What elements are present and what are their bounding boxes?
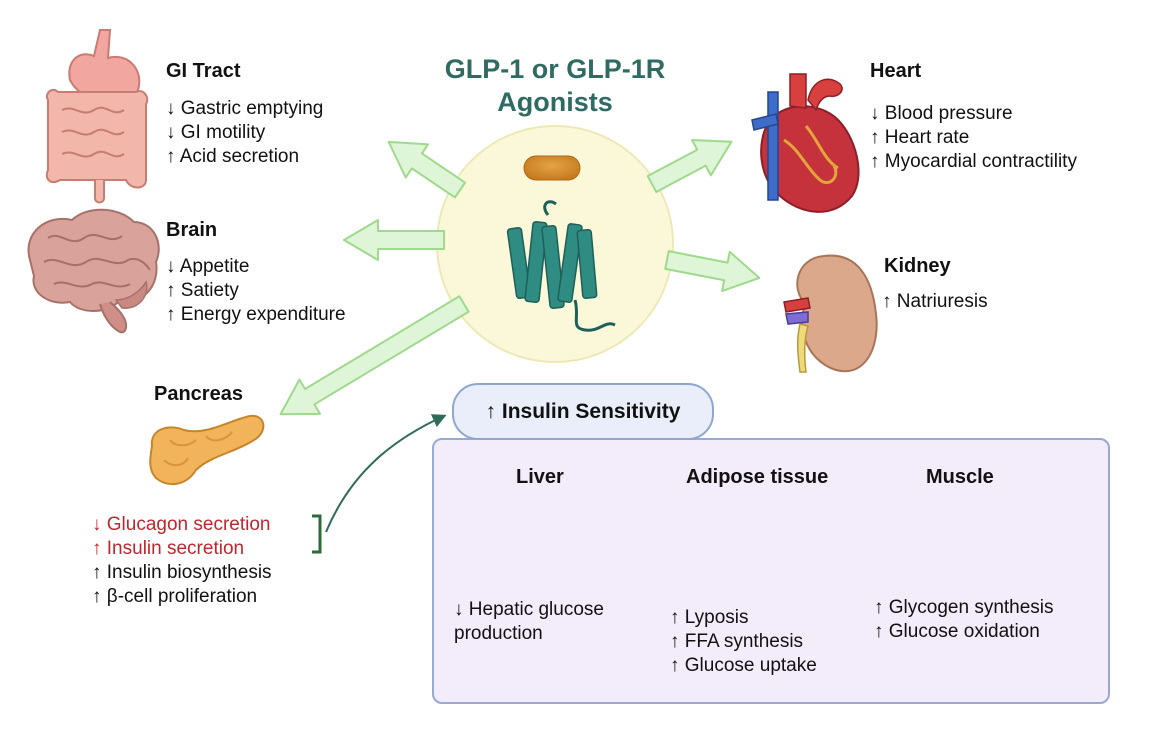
- gi-effect: ↓ GI motility: [166, 122, 266, 143]
- insulin-sensitivity-pill: ↑ Insulin Sensitivity: [452, 383, 714, 440]
- title-line-1: GLP-1 or GLP-1R: [444, 54, 666, 84]
- pancreas-effect: ↑ Insulin biosynthesis: [92, 562, 272, 583]
- kidney-effects: ↑ Natriuresis: [882, 290, 988, 314]
- adipose-effect: ↑ Lyposis: [670, 607, 749, 628]
- arrow-to-gi: [387, 140, 467, 199]
- receptor-icon: [506, 200, 616, 332]
- muscle-effect: ↑ Glucose oxidation: [874, 621, 1040, 642]
- arrow-to-brain: [343, 219, 445, 261]
- pancreas-icon: [149, 414, 265, 486]
- muscle-effect: ↑ Glycogen synthesis: [874, 597, 1054, 618]
- heart-effect: ↑ Myocardial contractility: [870, 151, 1077, 172]
- insulin-sensitivity-panel: [432, 438, 1110, 704]
- heart-effect: ↓ Blood pressure: [870, 103, 1013, 124]
- pancreas-effects: ↓ Glucagon secretion ↑ Insulin secretion…: [92, 513, 272, 609]
- pancreas-heading: Pancreas: [154, 383, 243, 405]
- liver-effect: production: [454, 623, 543, 644]
- heart-icon: [751, 73, 860, 213]
- arrow-to-pancreas: [279, 295, 470, 416]
- arrow-to-heart: [646, 139, 733, 193]
- kidney-effect: ↑ Natriuresis: [882, 291, 988, 312]
- gi-effect: ↑ Acid secretion: [166, 146, 300, 167]
- adipose-effects: ↑ Lyposis ↑ FFA synthesis ↑ Glucose upta…: [670, 606, 817, 678]
- muscle-effects: ↑ Glycogen synthesis ↑ Glucose oxidation: [874, 596, 1054, 644]
- heart-heading: Heart: [870, 60, 922, 82]
- gi-tract-effects: ↓ Gastric emptying ↓ GI motility ↑ Acid …: [166, 97, 323, 169]
- stomach-intestine-icon: [45, 29, 149, 204]
- gi-effect: ↓ Gastric emptying: [166, 98, 324, 119]
- gi-tract-heading: GI Tract: [166, 60, 241, 82]
- liver-effects: ↓ Hepatic glucose production: [454, 598, 604, 646]
- brain-effect: ↑ Energy expenditure: [166, 304, 346, 325]
- diagram-title: GLP-1 or GLP-1R Agonists: [405, 53, 705, 119]
- liver-heading: Liver: [516, 466, 564, 488]
- brain-icon: [27, 208, 160, 334]
- adipose-effect: ↑ Glucose uptake: [670, 655, 817, 676]
- pancreas-effect-highlight: ↑ Insulin secretion: [92, 538, 245, 559]
- glucagon-insulin-bracket: [312, 514, 322, 554]
- kidney-heading: Kidney: [884, 255, 951, 277]
- pancreas-effect: ↑ β-cell proliferation: [92, 586, 258, 607]
- arrow-to-insulin-sensitivity: [325, 414, 447, 533]
- title-line-2: Agonists: [497, 87, 613, 117]
- adipose-heading: Adipose tissue: [686, 466, 829, 488]
- liver-effect: ↓ Hepatic glucose: [454, 599, 604, 620]
- brain-effect: ↑ Satiety: [166, 280, 239, 301]
- pancreas-effect-highlight: ↓ Glucagon secretion: [92, 514, 271, 535]
- brain-effect: ↓ Appetite: [166, 256, 250, 277]
- adipose-effect: ↑ FFA synthesis: [670, 631, 804, 652]
- brain-heading: Brain: [166, 219, 218, 241]
- brain-effects: ↓ Appetite ↑ Satiety ↑ Energy expenditur…: [166, 255, 346, 327]
- heart-effects: ↓ Blood pressure ↑ Heart rate ↑ Myocardi…: [870, 102, 1077, 174]
- muscle-heading: Muscle: [926, 466, 994, 488]
- arrow-to-kidney: [664, 250, 761, 293]
- heart-effect: ↑ Heart rate: [870, 127, 970, 148]
- kidney-icon: [783, 254, 878, 373]
- peptide-capsule-icon: [523, 155, 581, 181]
